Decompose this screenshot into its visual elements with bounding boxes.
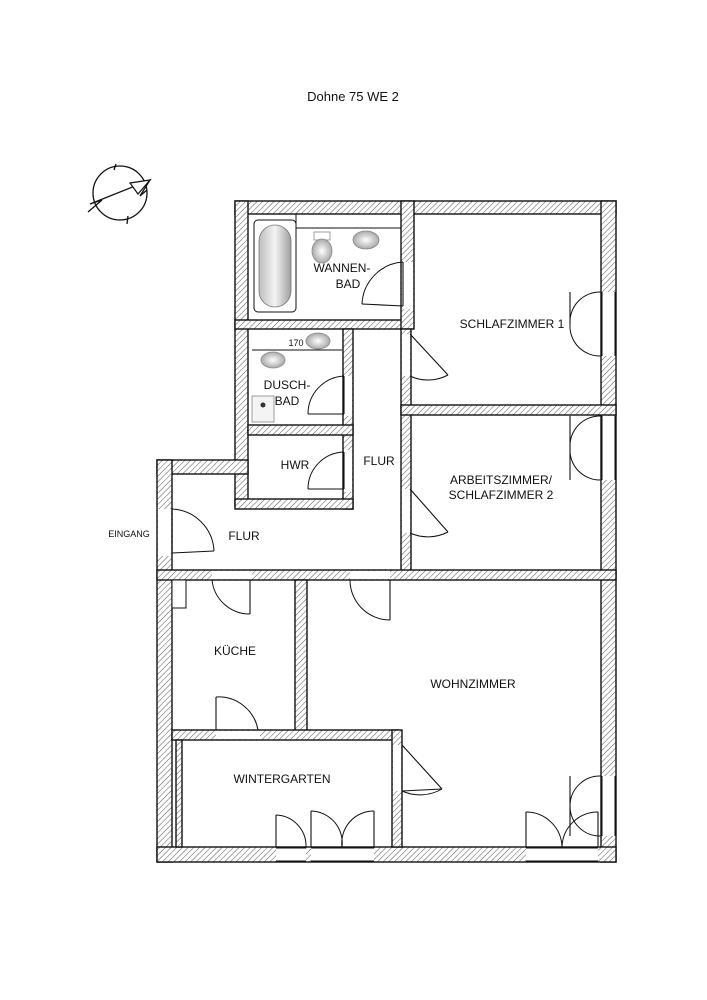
label-wohnzimmer: WOHNZIMMER (430, 677, 516, 691)
window-casement-schlafzimmer1 (569, 291, 602, 357)
label-arbeitszimmer-1: ARBEITSZIMMER/ (450, 473, 553, 487)
plan-title: Dohne 75 WE 2 (307, 89, 399, 104)
toilet-icon (311, 231, 333, 264)
window-casement-wintergarten-1 (275, 814, 307, 848)
bathtub-icon (253, 219, 297, 313)
label-wintergarten: WINTERGARTEN (233, 772, 330, 786)
door-wannenbad (361, 261, 404, 307)
room-labels: WANNEN- BAD 170 DUSCH- BAD HWR FLUR SCHL… (108, 261, 564, 786)
window-casement-arbeitszimmer (569, 415, 602, 481)
label-duschbad-2: BAD (275, 394, 300, 408)
window-casement-wohnzimmer-bottom (525, 811, 599, 848)
door-wintergarten-kueche (215, 696, 259, 731)
door-hwr (307, 451, 345, 490)
doors (171, 261, 602, 848)
label-flur-lower: FLUR (228, 529, 260, 543)
label-hwr: HWR (281, 458, 310, 472)
door-wohnzimmer-top (349, 579, 391, 621)
door-eingang (171, 508, 215, 554)
fixtures (171, 214, 401, 609)
label-eingang: EINGANG (108, 529, 150, 539)
north-arrow-icon (87, 163, 152, 225)
label-arbeitszimmer-2: SCHLAFZIMMER 2 (449, 488, 554, 502)
openings (158, 262, 616, 862)
dimension-label: 170 (288, 338, 303, 348)
door-schlafzimmer1 (409, 333, 449, 381)
door-wintergarten-wohnzimmer (401, 744, 443, 796)
sink-icon (352, 230, 380, 250)
sink-icon (260, 351, 286, 369)
window-casement-wohnzimmer (569, 775, 602, 837)
label-wannenbad-1: WANNEN- (314, 261, 371, 275)
label-schlafzimmer1: SCHLAFZIMMER 1 (460, 317, 565, 331)
door-duschbad (307, 375, 345, 415)
door-kueche-top (211, 579, 251, 615)
toilet-icon (305, 332, 331, 350)
shower-icon (251, 395, 275, 423)
label-flur-upper: FLUR (363, 454, 395, 468)
label-wannenbad-2: BAD (336, 277, 361, 291)
label-kueche: KÜCHE (214, 644, 256, 658)
label-duschbad-1: DUSCH- (264, 378, 311, 392)
window-casement-wintergarten-2 (310, 810, 375, 848)
walls (156, 200, 617, 863)
door-arbeitszimmer (409, 488, 449, 538)
